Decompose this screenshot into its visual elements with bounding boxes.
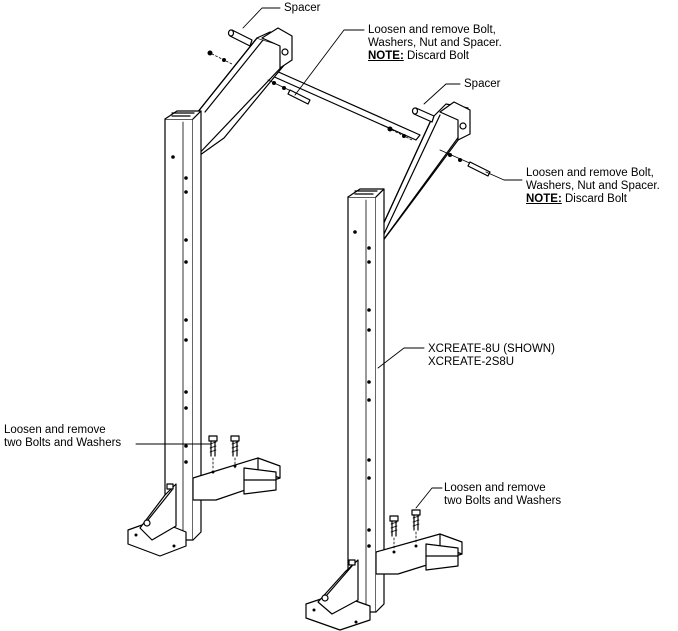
base-callout-right-line1: Loosen and remove — [444, 482, 546, 494]
spacer-label-top: Spacer — [284, 2, 321, 14]
base-bolts-left — [208, 435, 240, 474]
bolt-callout-top-line1: Loosen and remove Bolt, — [368, 24, 496, 36]
base-callout-left-line2: two Bolts and Washers — [4, 437, 122, 449]
base-callout-left-line1: Loosen and remove — [4, 424, 106, 436]
crossbar-rod — [259, 65, 421, 141]
model-callout: XCREATE-8U (SHOWN) XCREATE-2S8U — [428, 343, 555, 369]
bolt-callout-top-line2: Washers, Nut and Spacer. — [368, 37, 502, 49]
note-key-top: NOTE: — [368, 50, 404, 62]
base-bolts-right — [389, 509, 421, 554]
bolt-callout-top: Loosen and remove Bolt, Washers, Nut and… — [368, 24, 502, 63]
note-key-right: NOTE: — [526, 193, 562, 205]
note-text-right: Discard Bolt — [561, 193, 627, 205]
bolt-callout-right-note: NOTE: Discard Bolt — [526, 193, 660, 206]
bolt-callout-right: Loosen and remove Bolt, Washers, Nut and… — [526, 167, 660, 206]
model-callout-line2: XCREATE-2S8U — [428, 356, 515, 368]
base-callout-left: Loosen and remove two Bolts and Washers — [4, 424, 121, 450]
note-text-top: Discard Bolt — [403, 50, 469, 62]
right-upright-assembly — [305, 101, 471, 631]
base-callout-right-line2: two Bolts and Washers — [444, 495, 562, 507]
base-callout-right: Loosen and remove two Bolts and Washers — [444, 482, 561, 508]
hardware-right-top — [387, 107, 491, 177]
spacer-label-right: Spacer — [464, 78, 501, 90]
model-callout-line1: XCREATE-8U (SHOWN) — [428, 343, 555, 355]
left-upright-assembly — [127, 27, 293, 557]
leader-lines — [135, 7, 523, 509]
bolt-callout-right-line2: Washers, Nut and Spacer. — [526, 180, 660, 192]
bolt-callout-right-line1: Loosen and remove Bolt, — [526, 167, 654, 179]
hardware-left-top — [207, 29, 311, 105]
bolt-callout-top-note: NOTE: Discard Bolt — [368, 50, 502, 63]
